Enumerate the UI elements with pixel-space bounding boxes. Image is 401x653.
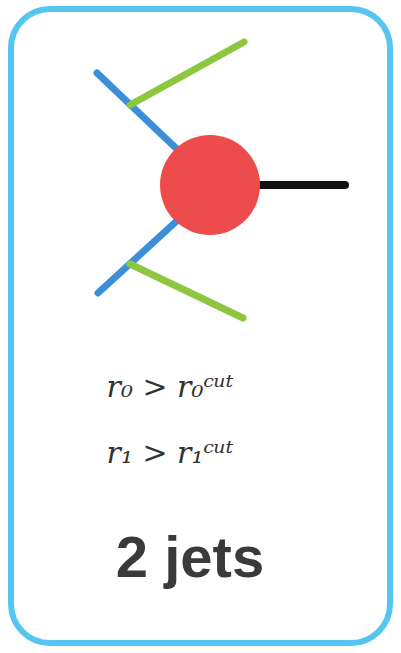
result-label: 2 jets	[116, 523, 264, 590]
jet-card: r₀ > r₀ᶜᵘᵗ r₁ > r₁ᶜᵘᵗ 2 jets	[8, 6, 393, 646]
incoming-line	[258, 181, 345, 189]
lower-emission	[130, 264, 243, 318]
vertex-blob	[160, 135, 260, 235]
cut-condition: r₁ > r₁ᶜᵘᵗ	[107, 435, 234, 470]
cut-condition: r₀ > r₀ᶜᵘᵗ	[107, 369, 234, 404]
upper-emission	[130, 42, 244, 105]
